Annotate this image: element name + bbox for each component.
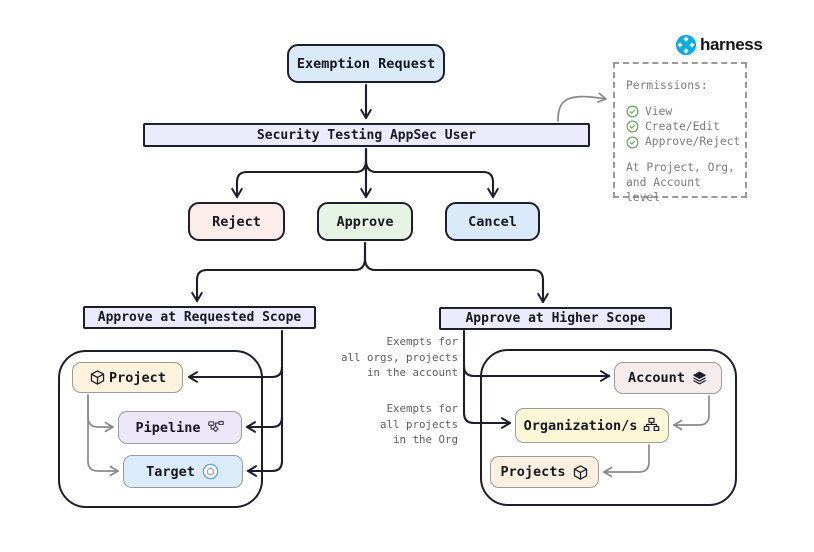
node-approve-requested-scope: Approve at Requested Scope: [83, 306, 316, 329]
annotation-account-exemption: Exempts for all orgs, projects in the ac…: [340, 335, 458, 379]
higher-scope-group: [480, 349, 737, 506]
layers-icon: [691, 370, 708, 387]
node-organizations: Organization/s: [515, 408, 669, 443]
annotation-org-exemption: Exempts for all projects in the Org: [379, 402, 458, 446]
node-project: Project: [72, 362, 183, 393]
org-chart-icon: [643, 417, 660, 434]
cube-icon: [572, 464, 589, 481]
check-circle-icon: [626, 136, 639, 149]
node-label: Exemption Request: [296, 55, 436, 72]
cube-icon: [89, 369, 106, 386]
node-label: Pipeline: [135, 419, 201, 436]
node-label: Approve at Requested Scope: [97, 310, 302, 325]
node-exemption-request: Exemption Request: [287, 44, 445, 83]
node-appsec-user: Security Testing AppSec User: [143, 123, 590, 147]
node-projects: Projects: [490, 456, 599, 488]
permission-create-edit: Create/Edit: [626, 119, 739, 134]
harness-logo: harness: [675, 34, 763, 56]
permission-label: Create/Edit: [645, 120, 720, 134]
node-label: Reject: [212, 213, 261, 230]
check-circle-icon: [626, 120, 639, 133]
permission-label: Approve/Reject: [645, 135, 741, 149]
permissions-panel: Permissions: View Create/Edit: [613, 62, 747, 204]
permission-view: View: [626, 104, 739, 119]
permission-approve-reject: Approve/Reject: [626, 134, 741, 149]
node-label: Account: [628, 370, 685, 386]
harness-wordmark: harness: [700, 35, 763, 54]
permissions-title: Permissions:: [626, 79, 708, 92]
node-approve: Approve: [317, 202, 413, 241]
permissions-scope-note: At Project, Org, and Account level: [626, 160, 735, 205]
node-label: Target: [146, 463, 195, 480]
node-reject: Reject: [188, 202, 285, 241]
node-label: Approve: [336, 213, 394, 230]
harness-logo-icon: [675, 34, 697, 56]
node-approve-higher-scope: Approve at Higher Scope: [439, 307, 672, 330]
node-target: Target: [123, 455, 243, 488]
check-circle-icon: [626, 105, 639, 118]
node-label: Cancel: [468, 213, 517, 230]
node-label: Project: [109, 369, 166, 386]
node-label: Security Testing AppSec User: [256, 127, 477, 143]
pipeline-icon: [207, 419, 225, 436]
node-account: Account: [614, 362, 722, 394]
permission-label: View: [645, 105, 673, 118]
node-pipeline: Pipeline: [118, 411, 242, 444]
node-label: Projects: [500, 464, 566, 480]
target-icon: [201, 462, 220, 481]
node-label: Approve at Higher Scope: [465, 311, 646, 326]
node-label: Organization/s: [523, 417, 638, 434]
node-cancel: Cancel: [445, 202, 540, 241]
